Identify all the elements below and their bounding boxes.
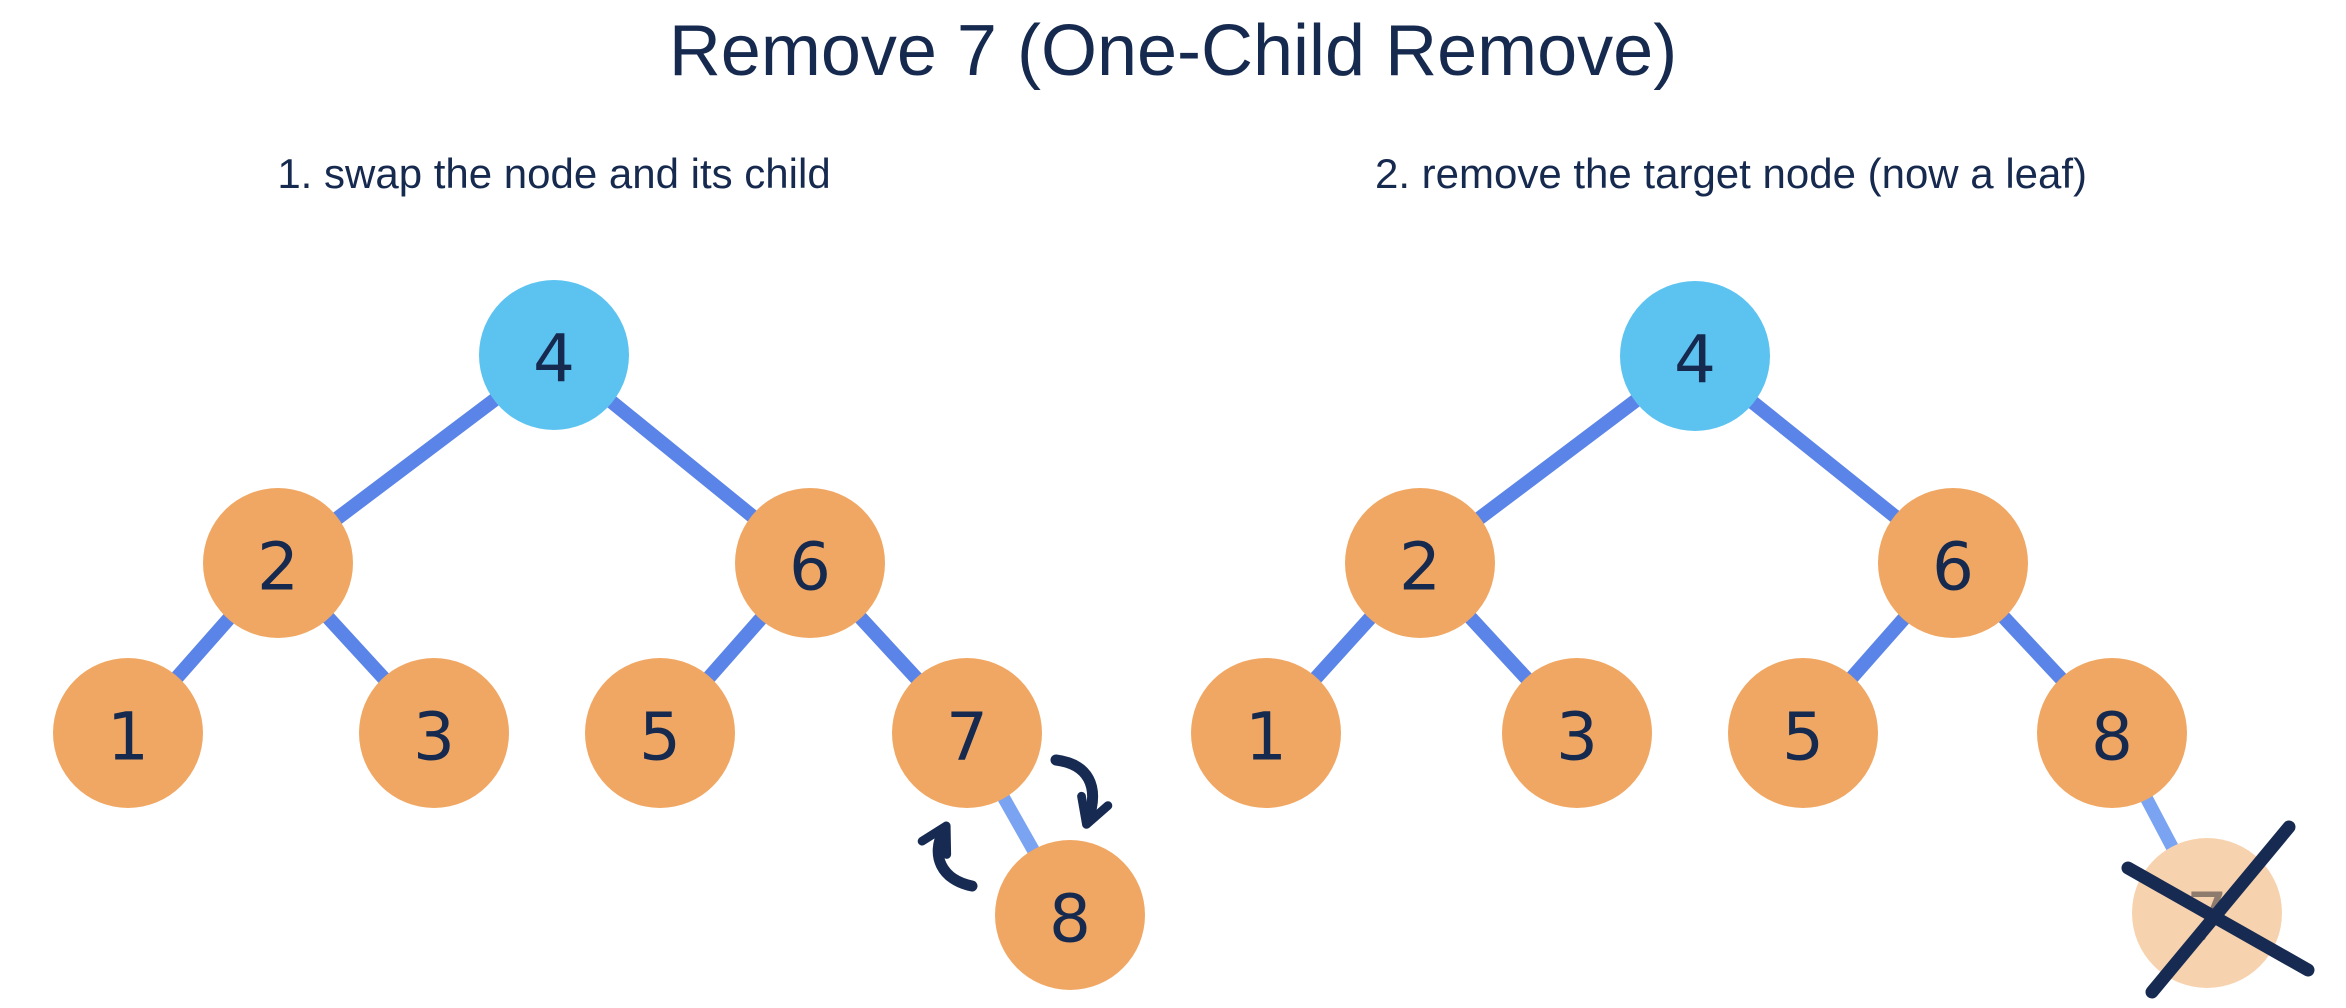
tree-node-5: 5 (1728, 658, 1878, 808)
node-label: 2 (1399, 528, 1441, 605)
node-circle (359, 658, 509, 808)
tree-node-4: 4 (479, 280, 629, 430)
tree-node-5: 5 (585, 658, 735, 808)
node-circle (479, 280, 629, 430)
node-label: 1 (1245, 698, 1287, 775)
tree-node-3: 3 (359, 658, 509, 808)
node-label: 3 (413, 698, 455, 775)
node-circle (585, 658, 735, 808)
swap-arrow-up-icon (917, 821, 978, 892)
node-circle (1191, 658, 1341, 808)
node-circle (995, 840, 1145, 990)
node-circle (735, 488, 885, 638)
tree-node-2: 2 (203, 488, 353, 638)
tree-node-1: 1 (1191, 658, 1341, 808)
node-circle (53, 658, 203, 808)
page-title: Remove 7 (One-Child Remove) (668, 11, 1678, 91)
node-circle (1345, 488, 1495, 638)
node-label: 6 (789, 528, 831, 605)
node-circle (1502, 658, 1652, 808)
node-label: 8 (1049, 880, 1091, 957)
node-label: 3 (1556, 698, 1598, 775)
node-circle (2037, 658, 2187, 808)
panel-step-1: 4 2 6 1 3 5 7 8 (53, 280, 1145, 990)
panel-step-2: 42613587 (1191, 281, 2315, 999)
step1-caption: 1. swap the node and its child (277, 150, 831, 197)
swap-arrow-down-icon (1050, 754, 1113, 829)
tree-node-8: 8 (2037, 658, 2187, 808)
removed-cross-stroke-2 (2145, 820, 2296, 999)
node-label: 8 (2091, 698, 2133, 775)
node-label: 5 (639, 698, 681, 775)
tree-node-2: 2 (1345, 488, 1495, 638)
node-label: 7 (946, 698, 988, 775)
node-circle (892, 658, 1042, 808)
tree-node-3: 3 (1502, 658, 1652, 808)
step2-caption: 2. remove the target node (now a leaf) (1374, 150, 2088, 197)
node-label: 5 (1782, 698, 1824, 775)
tree-node-1: 1 (53, 658, 203, 808)
tree-node-6: 6 (735, 488, 885, 638)
node-label: 6 (1932, 528, 1974, 605)
node-circle (203, 488, 353, 638)
tree-node-8: 8 (995, 840, 1145, 990)
tree-node-7: 7 (892, 658, 1042, 808)
tree-node-6: 6 (1878, 488, 2028, 638)
node-label: 2 (257, 528, 299, 605)
node-circle (1620, 281, 1770, 431)
node-circle (1728, 658, 1878, 808)
node-label: 4 (1674, 321, 1716, 398)
tree-node-4: 4 (1620, 281, 1770, 431)
node-label: 1 (107, 698, 149, 775)
node-circle (1878, 488, 2028, 638)
node-label: 4 (533, 320, 575, 397)
